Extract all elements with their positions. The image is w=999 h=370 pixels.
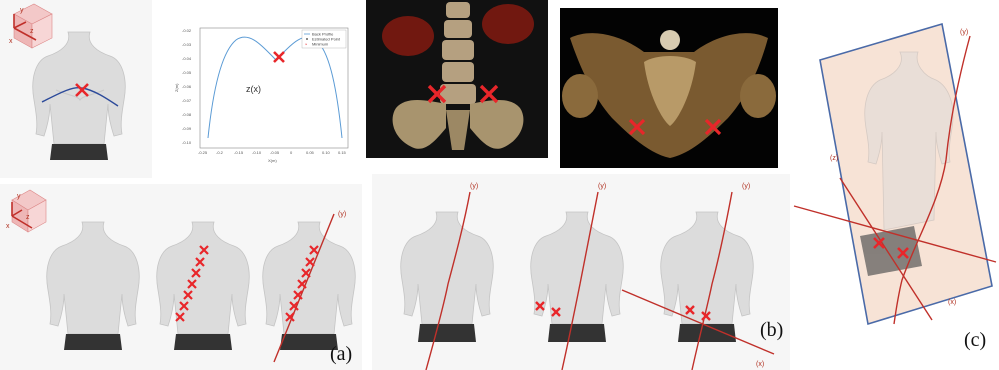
x-tick: -0.2: [216, 150, 224, 155]
axis-tag-x: (x): [756, 361, 764, 368]
axis-z-label: z: [30, 28, 34, 35]
axis-tag-y: (y): [960, 29, 968, 36]
y-tick: -0.04: [182, 56, 192, 61]
marker-cross-right: [481, 86, 497, 102]
y-tick: -0.10: [182, 140, 192, 145]
axis-tag-y: (y): [598, 183, 606, 190]
torso-3: [263, 214, 355, 362]
x-tick: 0.05: [306, 150, 315, 155]
y-tick: -0.05: [182, 70, 192, 75]
y-tick: -0.07: [182, 98, 192, 103]
torso-2: [157, 222, 249, 350]
x-tick: -0.05: [270, 150, 280, 155]
y-tick-labels: -0.02 -0.03 -0.04 -0.05 -0.06 -0.07 -0.0…: [182, 28, 192, 145]
axis-y-label: y: [17, 193, 21, 200]
axis-x-label: x: [9, 38, 13, 45]
x-tick: -0.10: [252, 150, 262, 155]
panel-top-left-torso: y x z: [0, 0, 152, 178]
label-c: (c): [964, 329, 986, 351]
axis-tag-y: (y): [338, 211, 346, 218]
axis-tag-z: (z): [830, 155, 838, 162]
y-axis-label: Z(m): [174, 83, 179, 92]
x-tick: -0.25: [198, 150, 208, 155]
x-tick-labels: -0.25 -0.2 -0.15 -0.10 -0.05 0 0.05 0.10…: [198, 150, 347, 155]
legend-item-2: Minimum: [312, 42, 329, 47]
x-tick: 0.10: [322, 150, 331, 155]
x-axis-label: X(m): [268, 158, 277, 163]
torso-illustration: [33, 32, 125, 160]
curve-label: z(x): [246, 84, 261, 94]
axis-tag-y: (y): [742, 183, 750, 190]
y-tick: -0.09: [182, 126, 192, 131]
y-tick: -0.08: [182, 112, 192, 117]
vertebral-column: [440, 2, 476, 104]
y-tick: -0.03: [182, 42, 192, 47]
x-tick: -0.15: [234, 150, 244, 155]
axis-y-label: y: [20, 7, 24, 14]
panel-plot: z(x) Back Profile Estimated Point × Mini…: [172, 20, 358, 168]
panel-b: (y) (y) (y) (x) (b): [372, 174, 790, 370]
torso-b3: [622, 192, 774, 370]
axis-tag-y: (y): [470, 183, 478, 190]
label-b: (b): [760, 319, 783, 341]
x-tick: 0.15: [338, 150, 347, 155]
torso-1: [47, 222, 139, 350]
x-tick: 0: [290, 150, 293, 155]
y-tick: -0.06: [182, 84, 192, 89]
axis-tag-x: (x): [948, 299, 956, 306]
panel-ct-pelvis: [560, 8, 778, 168]
label-a: (a): [330, 343, 352, 365]
panel-a: y x z: [0, 184, 362, 370]
panel-c: (y) (z) (x) (c): [790, 0, 999, 370]
torso-b2: [531, 192, 623, 370]
panel-ct-spine: [366, 0, 548, 158]
axis-z-label: z: [26, 214, 30, 221]
y-tick: -0.02: [182, 28, 192, 33]
torso-b1: [401, 192, 493, 370]
axis-x-label: x: [6, 223, 10, 230]
